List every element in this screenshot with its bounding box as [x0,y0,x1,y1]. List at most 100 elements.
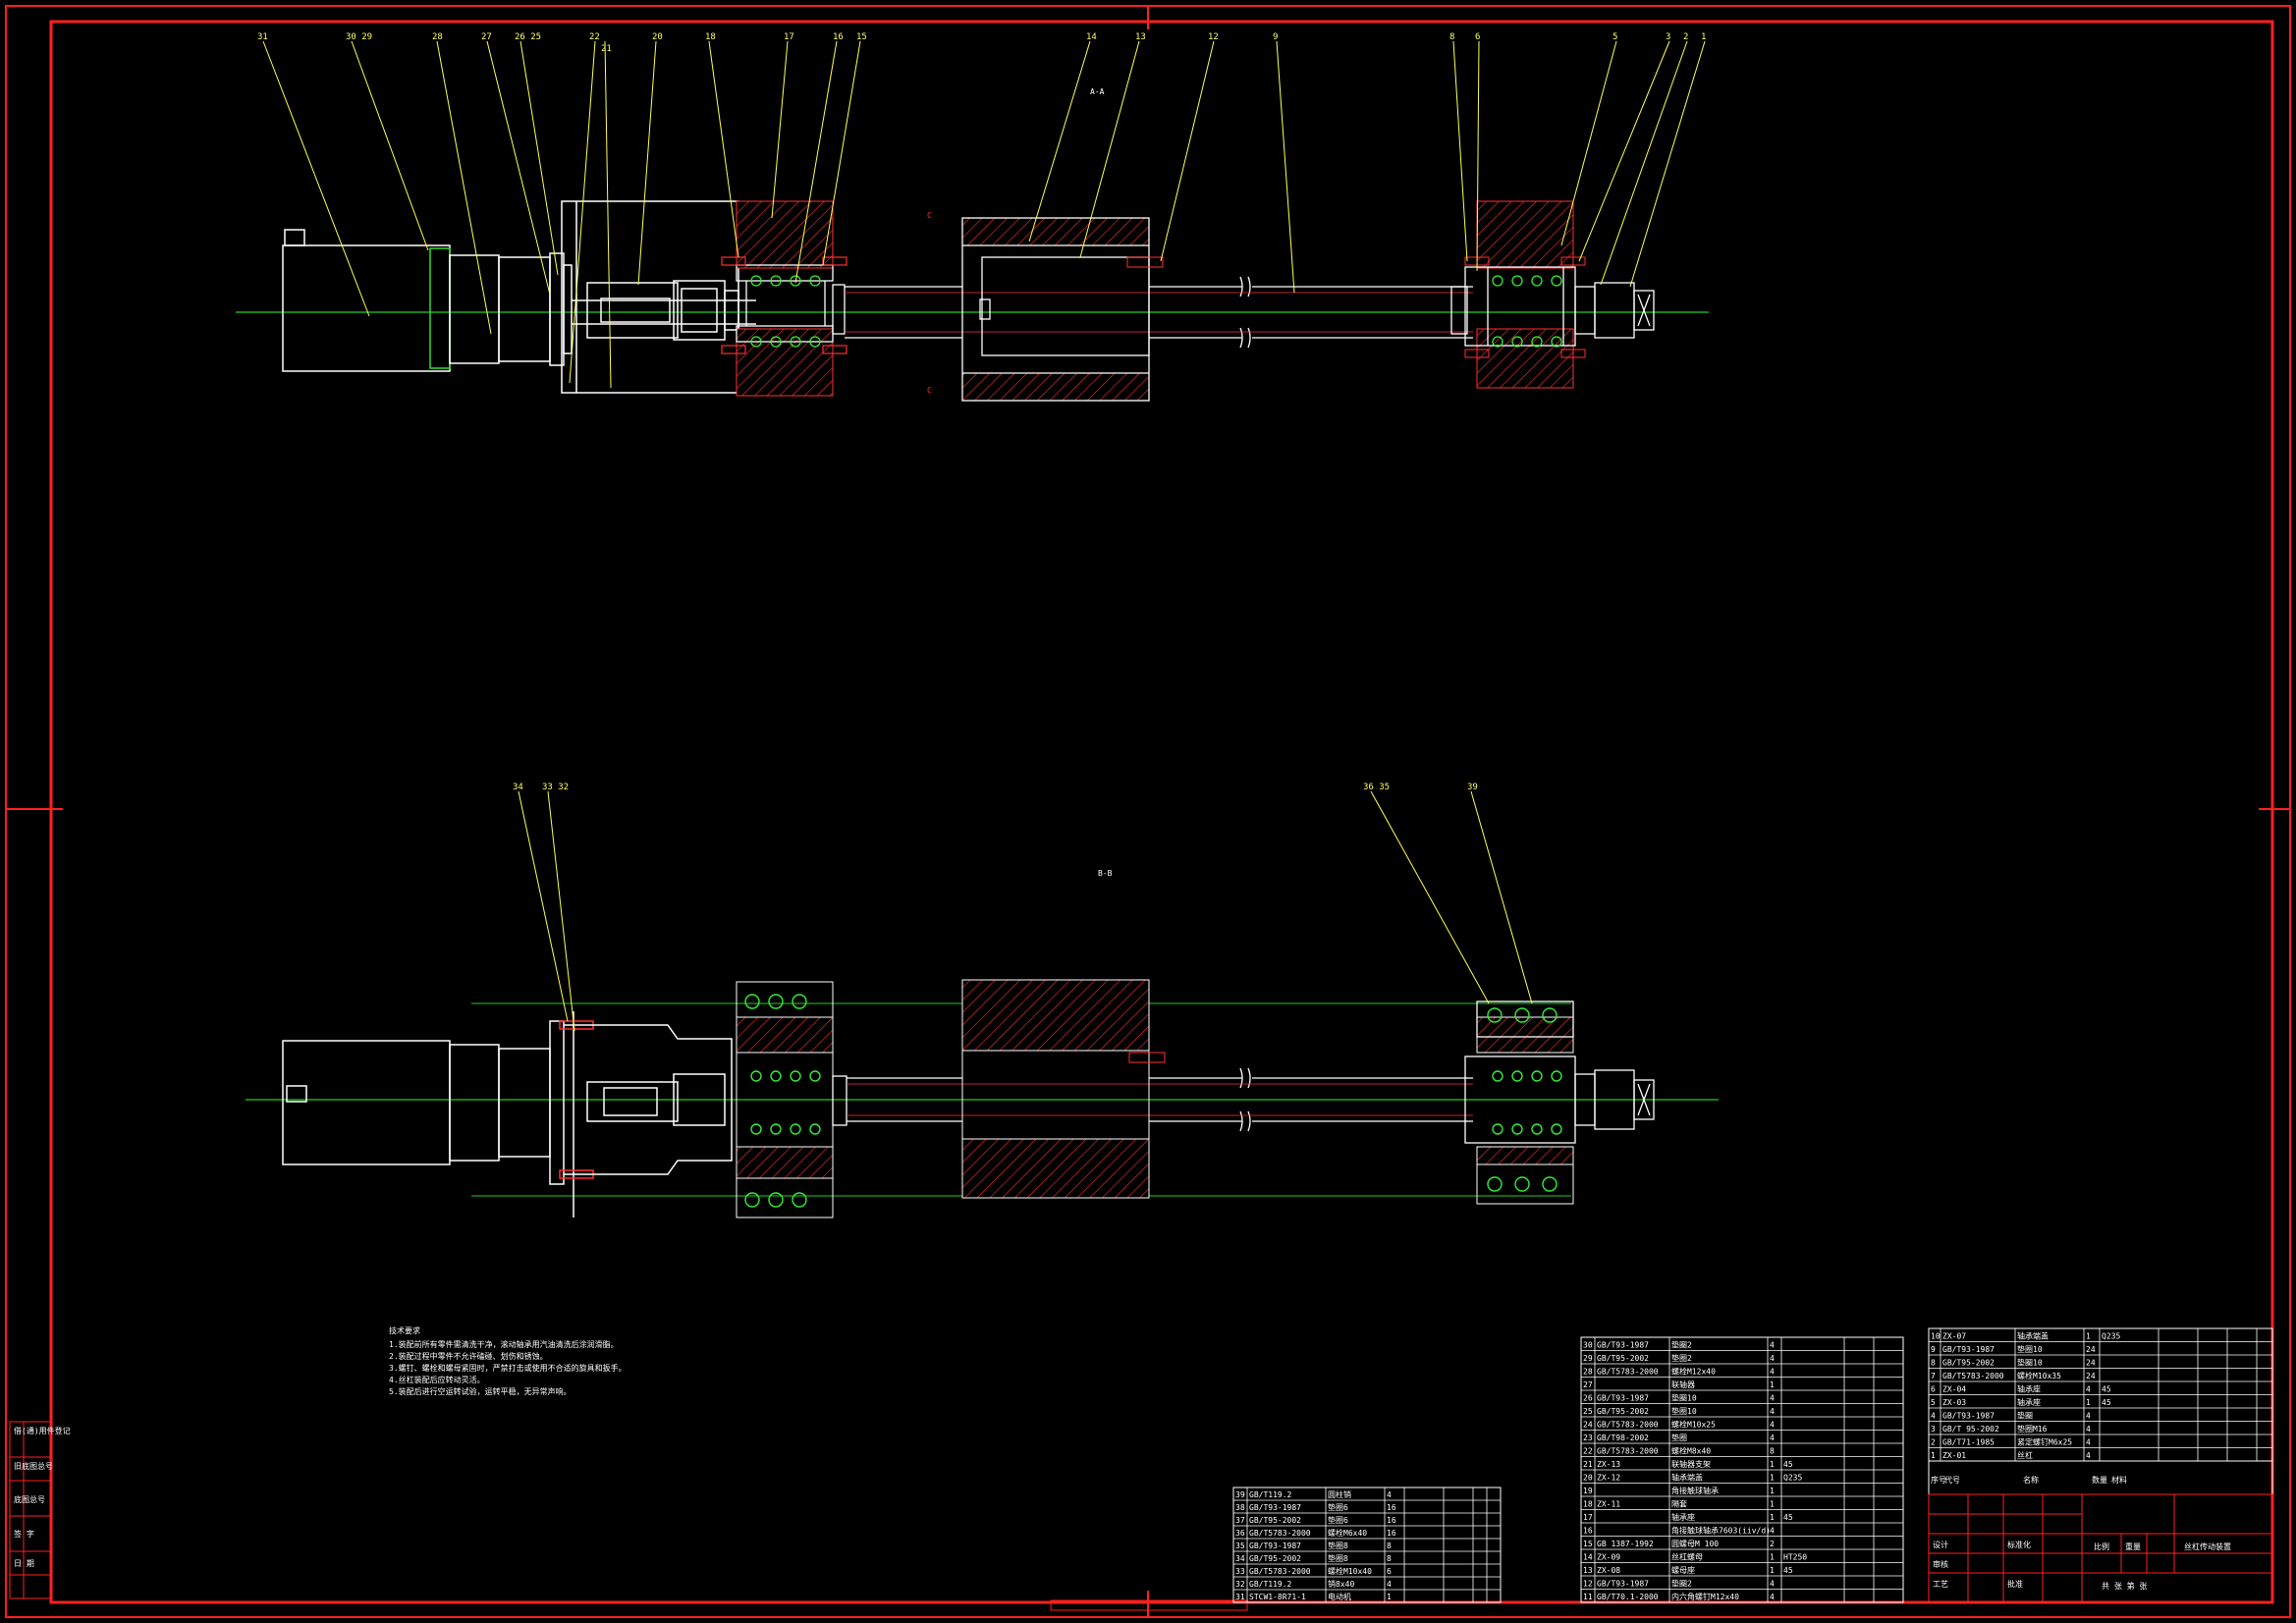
bom-cell-no: 5 [1931,1398,1936,1407]
bom-cell-name: 联轴器支架 [1671,1459,1711,1469]
bom-cell-no: 8 [1931,1359,1936,1368]
design-label: 设计 [1933,1540,1948,1549]
bom-header-code: 代号 [1944,1475,1960,1485]
leader-label: 15 [856,32,867,42]
bom-cell-code: ZX-11 [1597,1500,1620,1509]
leader-label: 34 [513,783,523,792]
bom-cell-name: 丝杠螺母 [1671,1552,1703,1562]
bom-cell-no: 7 [1931,1372,1936,1380]
bom-cell-name: 垫圈8 [1328,1553,1348,1563]
bom-cell-qty: 4 [1770,1580,1775,1589]
side-stamp-labels: 借(通)用件登记 旧底图总号 底图总号 签 字 日 期 [14,1426,71,1568]
bom-cell-qty: 1 [1770,1487,1775,1495]
bom-cell-name: 垫圈10 [2017,1344,2043,1354]
leader-label: 36 35 [1363,783,1390,792]
coupling-support [561,200,756,394]
bom-cell-name: 螺栓M10x35 [2017,1371,2061,1380]
bottom-section-view: B-B [246,783,1719,1218]
bom-cell-name: 垫圈6 [1328,1515,1348,1525]
bom-cell-code: GB/T93-1987 [1942,1412,1995,1421]
leader-label: 5 [1613,32,1617,42]
bom-cell-name: 角接触球轴承 [1671,1486,1719,1495]
bottom-leader-lines [518,790,1533,1032]
bom-cell-no: 13 [1583,1566,1593,1575]
bom-cell-code: GB/T93-1987 [1597,1580,1649,1589]
nut-seat-bottom [961,979,1166,1199]
bom-cell-qty: 1 [2086,1398,2091,1407]
bom-cell-code: GB/T93-1987 [1249,1542,1301,1550]
lead-screw-top [845,276,1473,349]
scale-label: 比例 [2094,1542,2109,1551]
bom-cell-mat: 45 [1783,1513,1793,1522]
bom-cell-name: 隔套 [1671,1499,1687,1509]
bom-cell-no: 18 [1583,1500,1593,1509]
leader-label: 33 32 [542,783,569,792]
bom-cell-name: 垫圈2 [1671,1340,1692,1350]
bom-cell-mat: HT250 [1783,1553,1807,1562]
leader-label: 26 25 [515,32,541,42]
notes-line: 1.装配前所有零件需清洗干净，滚动轴承用汽油清洗后涂润滑脂。 [389,1339,619,1349]
bom-cell-no: 21 [1583,1460,1593,1469]
bom-cell-qty: 6 [1387,1567,1392,1576]
bom-cell-name: 轴承座 [2017,1397,2041,1407]
bom-cell-code: GB/T 95-2002 [1942,1425,1999,1434]
bom-cell-no: 36 [1235,1529,1245,1538]
bom-cell-name: 圆柱销 [1328,1489,1351,1499]
bom-cell-name: 内六角螺钉M12x40 [1671,1592,1739,1601]
bom-cell-name: 螺栓M8x40 [1671,1446,1711,1456]
std-label: 标准化 [2007,1540,2031,1549]
bom-cell-name: 圆螺母M 100 [1671,1539,1719,1548]
technical-notes: 技术要求 1.装配前所有零件需清洗干净，滚动轴承用汽油清洗后涂润滑脂。 2.装配… [389,1325,627,1396]
leader-label: 28 [432,32,443,42]
bom-cell-qty: 4 [2086,1425,2091,1434]
left-nut [673,280,739,341]
top-leader-labels: 31 30 29 28 27 26 25 22 21 20 18 17 16 1… [257,32,1706,54]
bom-cell-no: 22 [1583,1447,1593,1456]
bom-cell-code: GB/T5783-2000 [1597,1368,1659,1377]
notes-line: 4.丝杠装配后应转动灵活。 [389,1375,485,1384]
bom-cell-no: 32 [1235,1580,1245,1589]
bom-cell-mat: 45 [1783,1460,1793,1469]
bom-cell-qty: 1 [1387,1593,1392,1601]
side-stamp-table [9,1421,52,1599]
leader-label: 31 [257,32,268,42]
motor [282,229,573,372]
bom-cell-no: 3 [1931,1425,1936,1434]
left-bearing-housing [721,200,847,397]
bom-cell-qty: 24 [2086,1372,2096,1380]
bom-cell-name: 电动机 [1328,1592,1351,1601]
process-label: 工艺 [1933,1580,1948,1589]
leader-label: 18 [705,32,716,42]
title-block-text: 丝杠传动装置 比例 共 张 第 张 设计 审核 工艺 标准化 批准 重量 [1933,1540,2231,1591]
section-label-a: A-A [1090,87,1105,96]
bom-cell-name: 螺栓M10x40 [1328,1566,1372,1576]
bom-cell-no: 25 [1583,1407,1593,1416]
bom-cell-no: 15 [1583,1540,1593,1548]
bom-cell-name: 销8x40 [1328,1579,1354,1589]
bom-cell-no: 38 [1235,1503,1245,1512]
bom-cell-no: 30 [1583,1341,1593,1350]
bom-cell-name: 角接触球轴承7603(iiv/d) [1671,1526,1771,1536]
bom-cell-no: 17 [1583,1513,1593,1522]
bom-cell-code: GB/T5783-2000 [1942,1372,2004,1380]
bom-cell-code: GB/T93-1987 [1597,1394,1649,1403]
bom-cell-name: 丝杠 [2017,1450,2033,1460]
leader-label: 1 [1701,32,1706,42]
bom-cell-qty: 4 [1387,1490,1392,1499]
bom-cell-no: 20 [1583,1474,1593,1483]
leader-label: 12 [1208,32,1219,42]
leader-label: 30 29 [346,32,372,42]
bom-cell-code: GB/T93-1987 [1249,1503,1301,1512]
leader-label: 2 [1683,32,1688,42]
leader-label: 3 [1666,32,1670,42]
right-bearing-housing [1450,200,1655,389]
svg-text:C: C [927,211,932,220]
bom-cell-qty: 8 [1770,1447,1775,1456]
bom-cell-qty: 2 [1770,1540,1775,1548]
bom-cell-no: 24 [1583,1421,1593,1430]
bom-cell-qty: 1 [1770,1553,1775,1562]
top-leader-lines [262,40,1706,389]
bom-cell-code: GB/T5783-2000 [1597,1421,1659,1430]
bom-cell-no: 31 [1235,1593,1245,1601]
